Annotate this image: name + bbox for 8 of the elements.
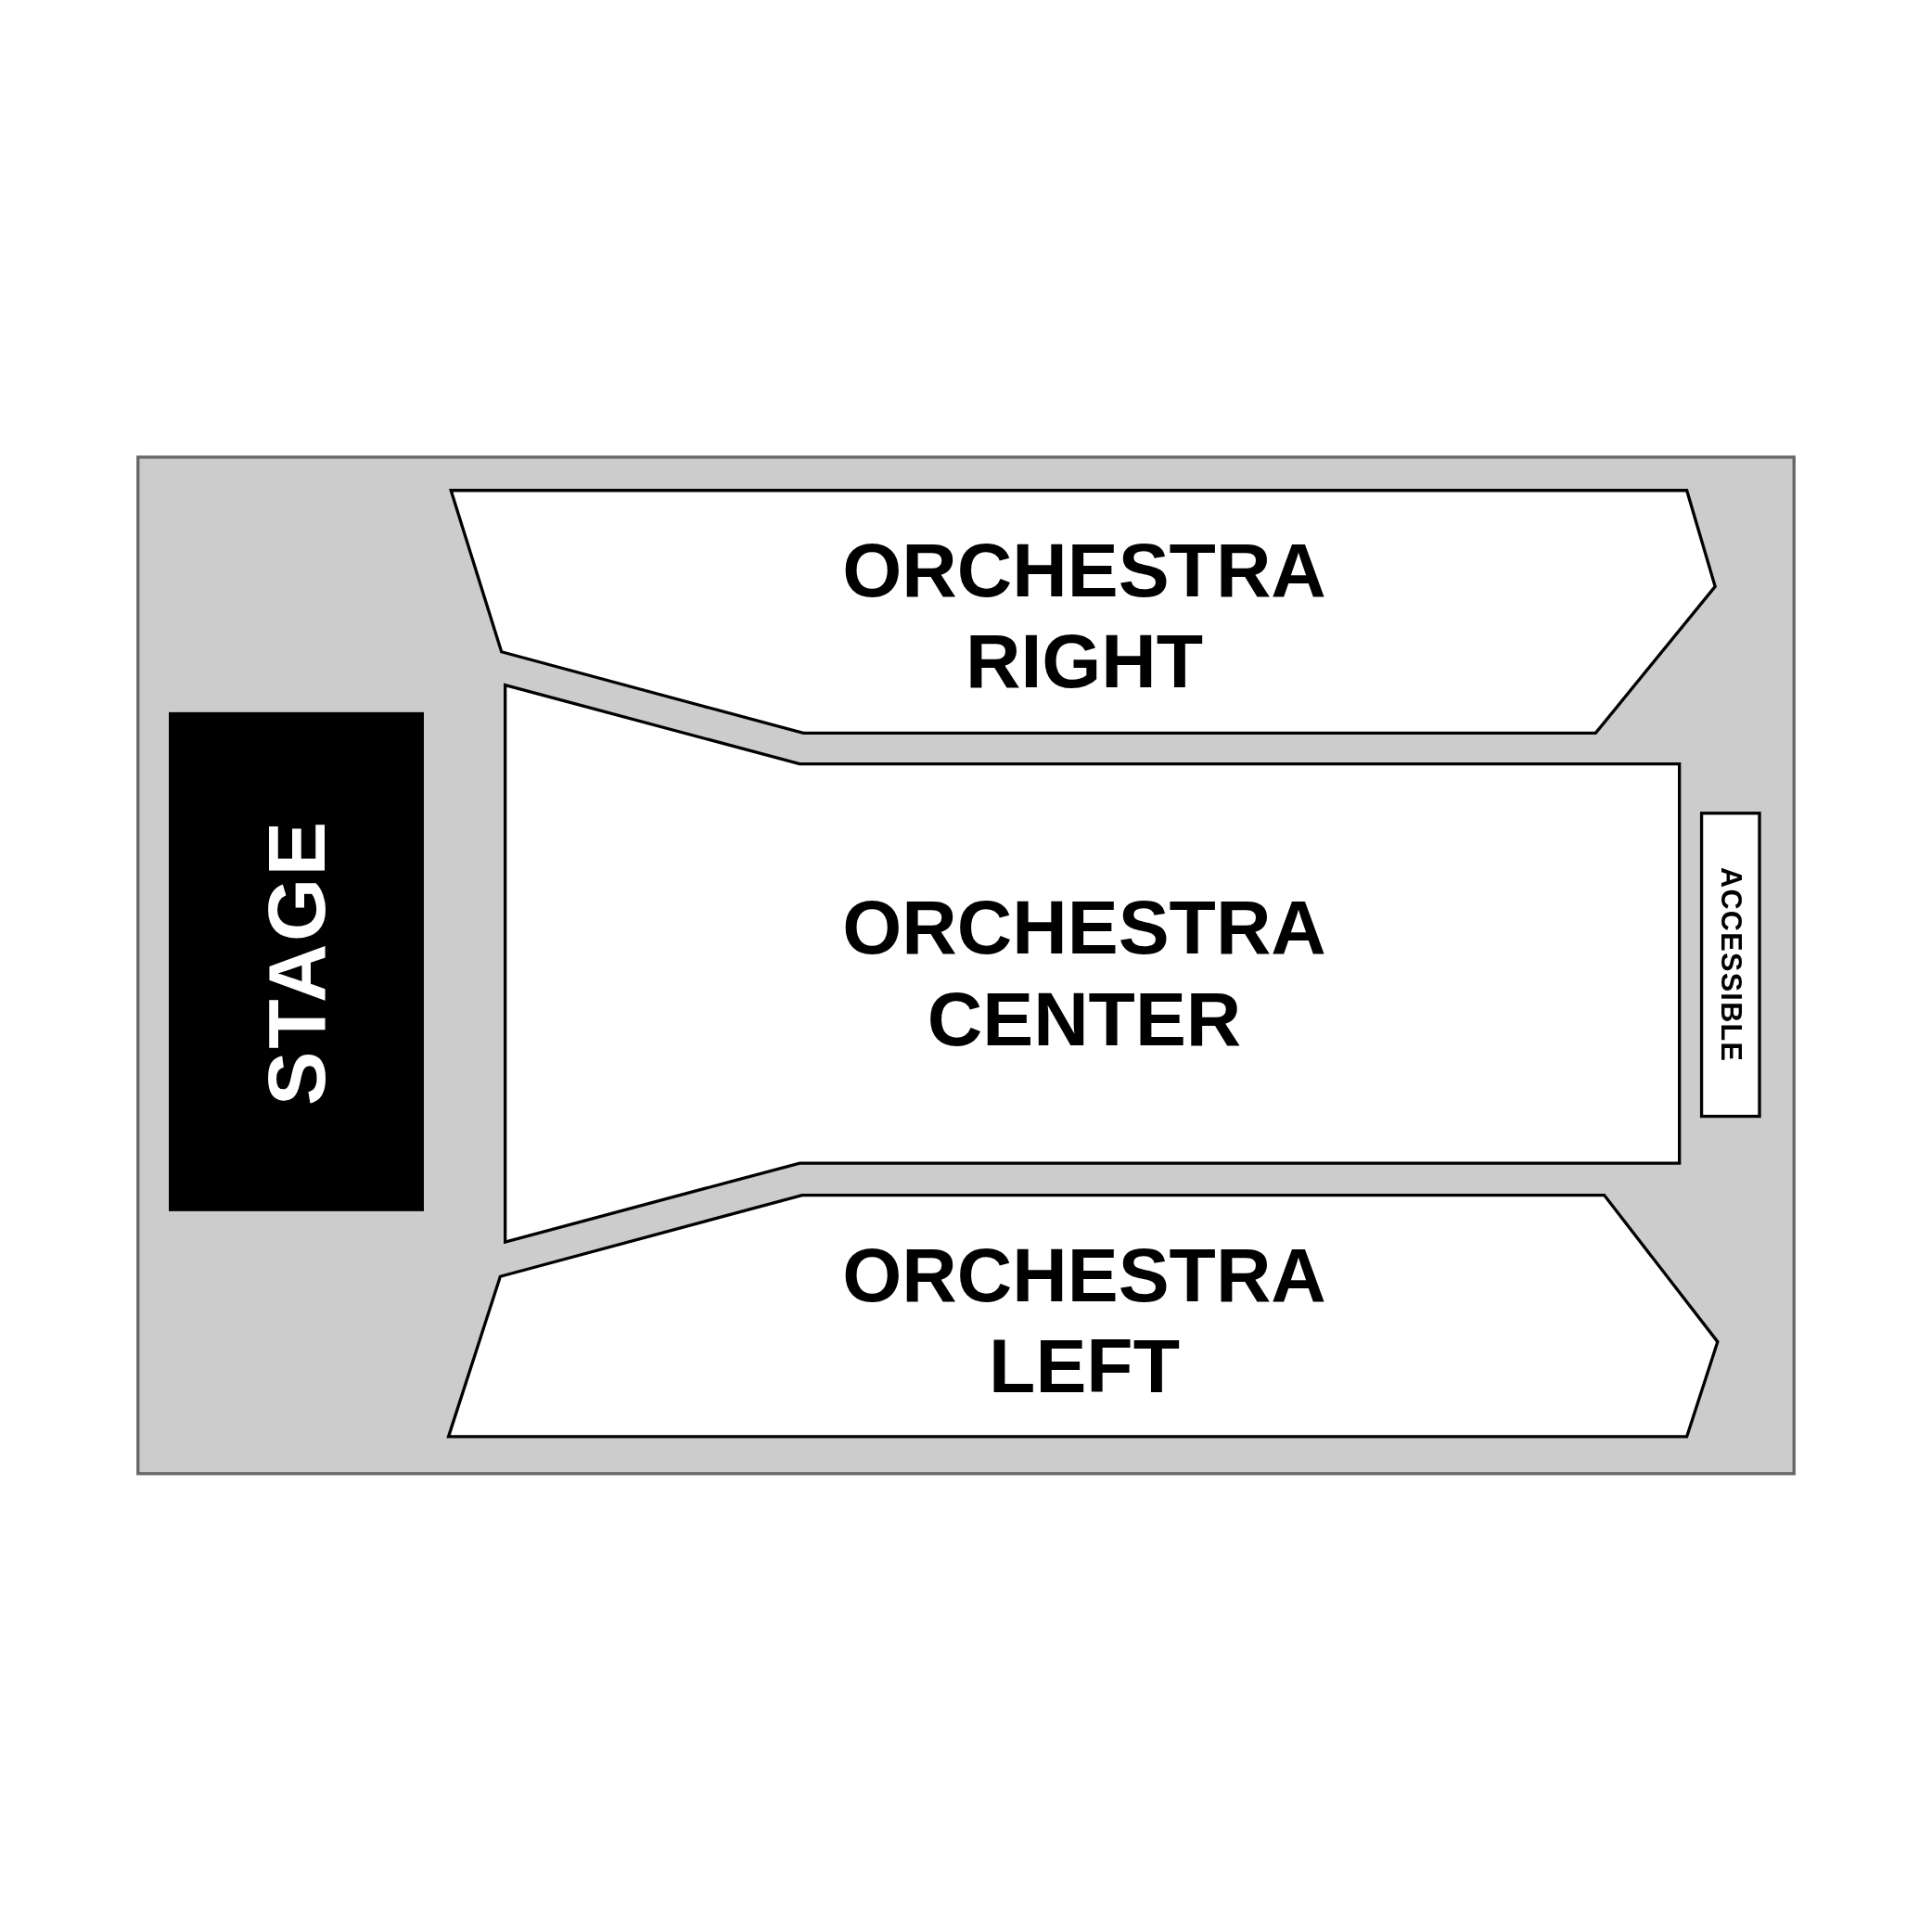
section-label: ORCHESTRA RIGHT bbox=[841, 526, 1327, 707]
section-label: ORCHESTRA CENTER bbox=[841, 883, 1327, 1064]
section-label: ACCESSIBLE bbox=[1714, 867, 1748, 1063]
stage-block bbox=[169, 711, 424, 1211]
seating-section bbox=[451, 490, 1716, 734]
section-label: ORCHESTRA LEFT bbox=[841, 1231, 1327, 1411]
section-label: STAGE bbox=[249, 818, 342, 1106]
seating-section bbox=[1701, 812, 1759, 1117]
